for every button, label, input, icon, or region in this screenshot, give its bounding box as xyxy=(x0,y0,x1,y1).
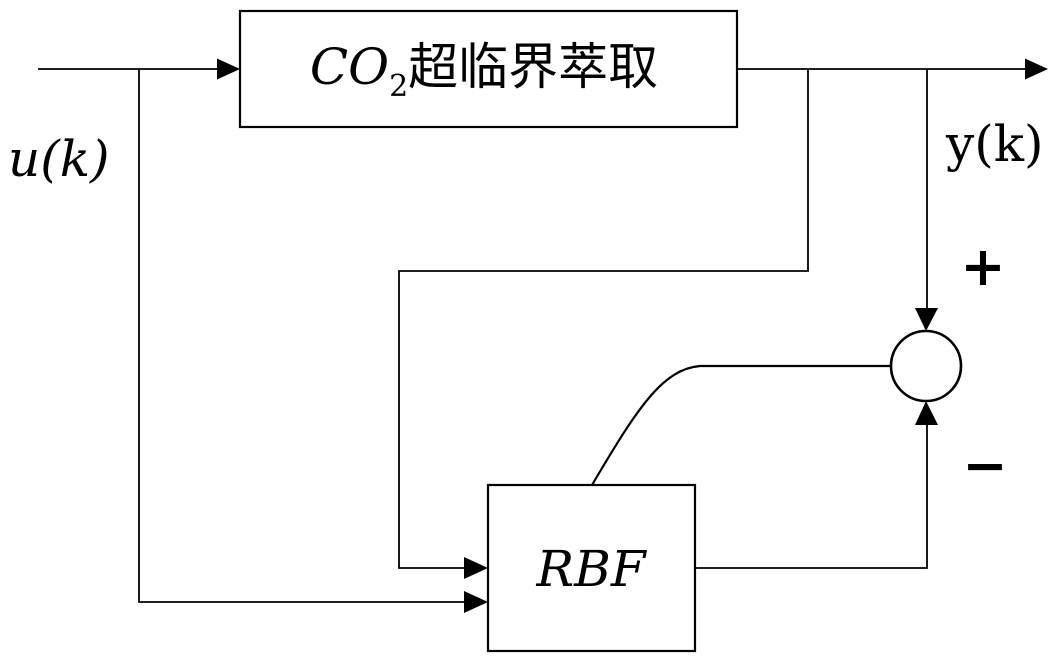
plant-label: CO2超临界萃取 xyxy=(310,38,658,104)
error-feedback-curve xyxy=(591,364,890,486)
output-feedback-line xyxy=(398,69,809,569)
input-signal-label: u(k) xyxy=(8,130,110,188)
output-signal-label: y(k) xyxy=(945,115,1044,173)
plant-label-chinese: 超临界萃取 xyxy=(408,38,658,96)
output-arrowhead-icon xyxy=(1025,58,1048,80)
sum-minus-arrowhead-icon xyxy=(915,401,938,425)
output-feedback-arrowhead-icon xyxy=(464,557,488,579)
input-arrowhead-icon xyxy=(217,58,240,80)
sum-junction-circle xyxy=(889,329,963,403)
plant-label-subscript: 2 xyxy=(389,69,408,104)
sum-plus-arrowhead-icon xyxy=(915,308,938,331)
plant-box xyxy=(238,9,739,129)
rbf-label: RBF xyxy=(535,540,647,598)
rbf-box xyxy=(486,483,697,653)
input-branch-line xyxy=(138,69,466,603)
rbf-output-line xyxy=(695,424,928,569)
plant-label-co: CO xyxy=(310,38,389,96)
minus-sign-label: − xyxy=(962,433,1007,497)
input-branch-arrowhead-icon xyxy=(464,591,488,613)
plus-sign-label: + xyxy=(960,234,1005,298)
